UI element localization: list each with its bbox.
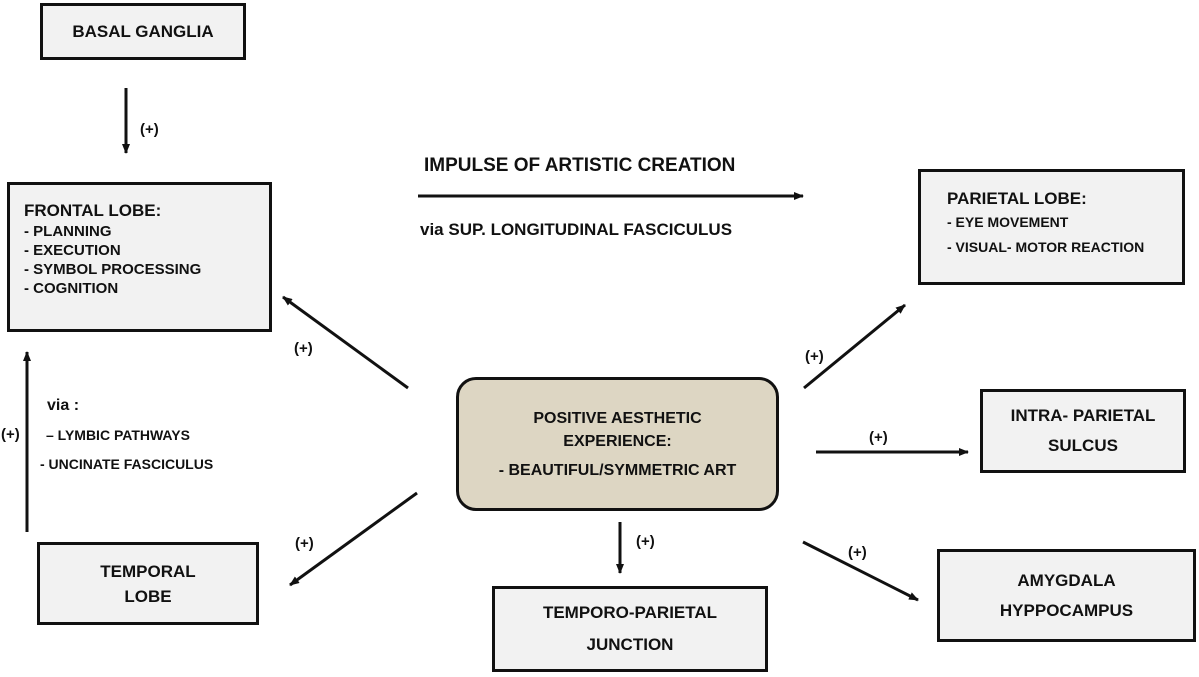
- frontal-lobe-box: FRONTAL LOBE: - PLANNING - EXECUTION - S…: [7, 182, 272, 332]
- intra-parietal-sulcus-box: INTRA- PARIETAL SULCUS: [980, 389, 1186, 473]
- basal-ganglia-label: BASAL GANGLIA: [72, 22, 214, 41]
- plus-label: (+): [294, 340, 313, 357]
- plus-label: (+): [869, 429, 888, 446]
- positive-aesthetic-experience-box: POSITIVE AESTHETIC EXPERIENCE: - BEAUTIF…: [456, 377, 779, 511]
- temporo-parietal-junction-box: TEMPORO-PARIETAL JUNCTION: [492, 586, 768, 672]
- junction-line: JUNCTION: [586, 635, 674, 654]
- parietal-lobe-title: PARIETAL LOBE:: [947, 189, 1087, 208]
- frontal-lobe-title: FRONTAL LOBE:: [24, 201, 162, 220]
- plus-label: (+): [140, 121, 159, 138]
- plus-label: (+): [805, 348, 824, 365]
- intra-parietal-line: SULCUS: [1048, 436, 1118, 455]
- junction-line: TEMPORO-PARIETAL: [542, 603, 718, 622]
- arrow-center-to-temporal: [289, 491, 418, 587]
- temporal-lobe-box: TEMPORAL LOBE: [37, 542, 259, 625]
- center-line-2: EXPERIENCE:: [563, 432, 672, 450]
- arrow-center-to-amygdala: [802, 540, 919, 602]
- parietal-item: - VISUAL- MOTOR REACTION: [947, 239, 1145, 255]
- arrow-center-to-frontal: [282, 295, 409, 390]
- parietal-item: - EYE MOVEMENT: [947, 214, 1069, 230]
- frontal-item: - COGNITION: [24, 280, 119, 297]
- intra-parietal-line: INTRA- PARIETAL: [1010, 406, 1156, 425]
- arrow-center-to-parietal: [803, 303, 906, 390]
- plus-label: (+): [295, 535, 314, 552]
- uncinate-fasciculus-label: - UNCINATE FASCICULUS: [40, 456, 214, 472]
- impulse-label: IMPULSE OF ARTISTIC CREATION: [424, 155, 736, 176]
- center-line-1: POSITIVE AESTHETIC: [533, 409, 702, 427]
- parietal-lobe-box: PARIETAL LOBE: - EYE MOVEMENT - VISUAL- …: [918, 169, 1185, 285]
- amygdala-line: AMYGDALA: [1017, 570, 1116, 590]
- center-line-3: - BEAUTIFUL/SYMMETRIC ART: [498, 461, 737, 479]
- via-label: via :: [47, 397, 80, 414]
- basal-ganglia-box: BASAL GANGLIA: [40, 3, 246, 60]
- plus-label: (+): [848, 544, 867, 561]
- plus-label: (+): [1, 426, 20, 443]
- frontal-item: - EXECUTION: [24, 242, 121, 259]
- amygdala-line: HYPPOCAMPUS: [999, 600, 1134, 620]
- plus-label: (+): [636, 533, 655, 550]
- lymbic-pathways-label: – LYMBIC PATHWAYS: [46, 427, 190, 443]
- frontal-item: - SYMBOL PROCESSING: [24, 261, 202, 278]
- amygdala-hyppocampus-box: AMYGDALA HYPPOCAMPUS: [937, 549, 1196, 642]
- temporal-lobe-line: TEMPORAL: [100, 561, 196, 581]
- via-slf-label: via SUP. LONGITUDINAL FASCICULUS: [420, 220, 733, 239]
- temporal-lobe-line: LOBE: [124, 586, 172, 606]
- frontal-item: - PLANNING: [24, 223, 112, 240]
